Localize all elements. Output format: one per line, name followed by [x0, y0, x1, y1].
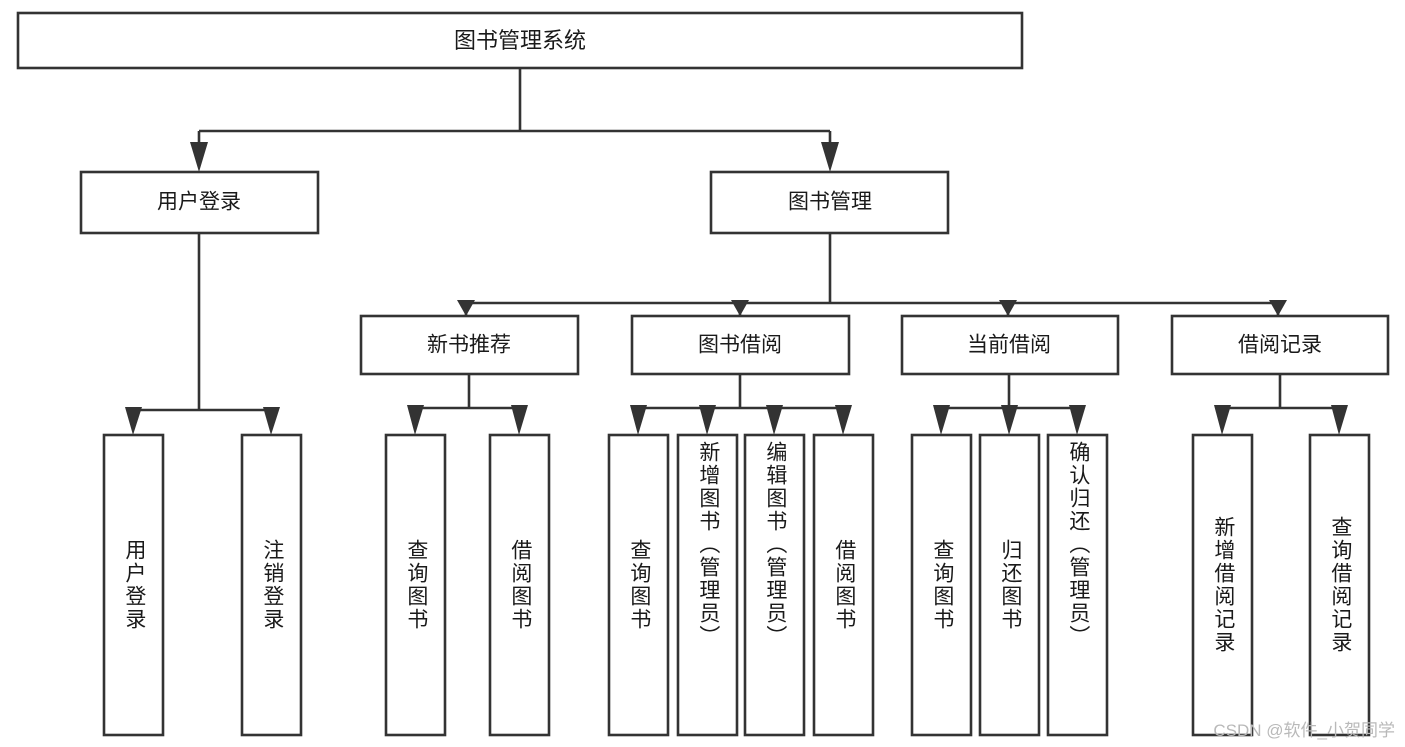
arrow-head-leaf-query-book-1 [407, 405, 424, 435]
leaf-box-logout-login[interactable] [240, 433, 303, 737]
leaf-box-add-book[interactable] [676, 433, 739, 737]
node-new-book-recommend[interactable]: 新书推荐 [359, 314, 580, 376]
connectors-userlogin-to-leaves [125, 233, 280, 435]
node-book-management-box[interactable] [709, 170, 950, 235]
connectors-root-to-level2 [190, 68, 839, 172]
node-current-borrow[interactable]: 当前借阅 [900, 314, 1120, 376]
arrow-head-leaf-query-book-2 [630, 405, 647, 435]
leaf-box-add-record[interactable] [1191, 433, 1254, 737]
node-user-login[interactable]: 用户登录 [79, 170, 320, 235]
node-borrow-record-label: 借阅记录 [1238, 334, 1322, 357]
leaf-boxes [102, 433, 1371, 737]
node-new-book-recommend-box[interactable] [359, 314, 580, 376]
node-borrow-record[interactable]: 借阅记录 [1170, 314, 1390, 376]
arrow-head-leaf-add-book [699, 405, 716, 435]
node-user-login-label: 用户登录 [157, 191, 241, 214]
arrow-head-leaf-borrow-book-2 [835, 405, 852, 435]
arrow-head-leaf-add-record [1214, 405, 1231, 435]
node-new-book-recommend-label: 新书推荐 [427, 334, 511, 357]
arrow-head-leaf-logout-login [263, 407, 280, 435]
connectors-currentborrow-to-leaves [933, 374, 1086, 435]
connectors-bookmgmt-to-level3 [457, 233, 1287, 316]
arrow-head-leaf-query-record [1331, 405, 1348, 435]
node-root[interactable]: 图书管理系统 [16, 11, 1024, 70]
node-book-borrow-label: 图书借阅 [698, 334, 782, 357]
arrow-head-book-borrow [731, 300, 749, 316]
arrow-head-leaf-return-book [1001, 405, 1018, 435]
node-current-borrow-label: 当前借阅 [967, 334, 1051, 357]
leaf-box-query-book-1[interactable] [384, 433, 447, 737]
arrow-head-book-management [821, 142, 839, 172]
leaf-box-query-book-3[interactable] [910, 433, 973, 737]
arrow-head-borrow-record [1269, 300, 1287, 316]
node-book-borrow-box[interactable] [630, 314, 851, 376]
arrow-head-user-login [190, 142, 208, 172]
arrow-head-new-book [457, 300, 475, 316]
node-book-management-label: 图书管理 [788, 191, 872, 214]
connectors-borrowrecord-to-leaves [1214, 374, 1348, 435]
arrow-head-current-borrow [999, 300, 1017, 316]
node-book-management[interactable]: 图书管理 [709, 170, 950, 235]
leaf-box-user-login[interactable] [102, 433, 165, 737]
arrow-head-leaf-confirm-return [1069, 405, 1086, 435]
leaf-box-query-record[interactable] [1308, 433, 1371, 737]
arrow-head-leaf-query-book-3 [933, 405, 950, 435]
arrow-head-leaf-edit-book [766, 405, 783, 435]
node-user-login-box[interactable] [79, 170, 320, 235]
leaf-box-borrow-book-1[interactable] [488, 433, 551, 737]
node-book-borrow[interactable]: 图书借阅 [630, 314, 851, 376]
connectors-bookborrow-to-leaves [630, 374, 852, 435]
arrow-head-leaf-borrow-book-1 [511, 405, 528, 435]
node-root-label: 图书管理系统 [454, 28, 586, 53]
leaf-box-return-book[interactable] [978, 433, 1041, 737]
connectors-newbook-to-leaves [407, 374, 528, 435]
leaf-box-borrow-book-2[interactable] [812, 433, 875, 737]
leaf-box-confirm-return[interactable] [1046, 433, 1109, 737]
node-root-box[interactable] [16, 11, 1024, 70]
watermark-text: CSDN @软件_小贺同学 [1213, 721, 1395, 740]
leaf-box-edit-book[interactable] [743, 433, 806, 737]
arrow-head-leaf-user-login [125, 407, 142, 435]
leaf-box-query-book-2[interactable] [607, 433, 670, 737]
node-current-borrow-box[interactable] [900, 314, 1120, 376]
node-borrow-record-box[interactable] [1170, 314, 1390, 376]
